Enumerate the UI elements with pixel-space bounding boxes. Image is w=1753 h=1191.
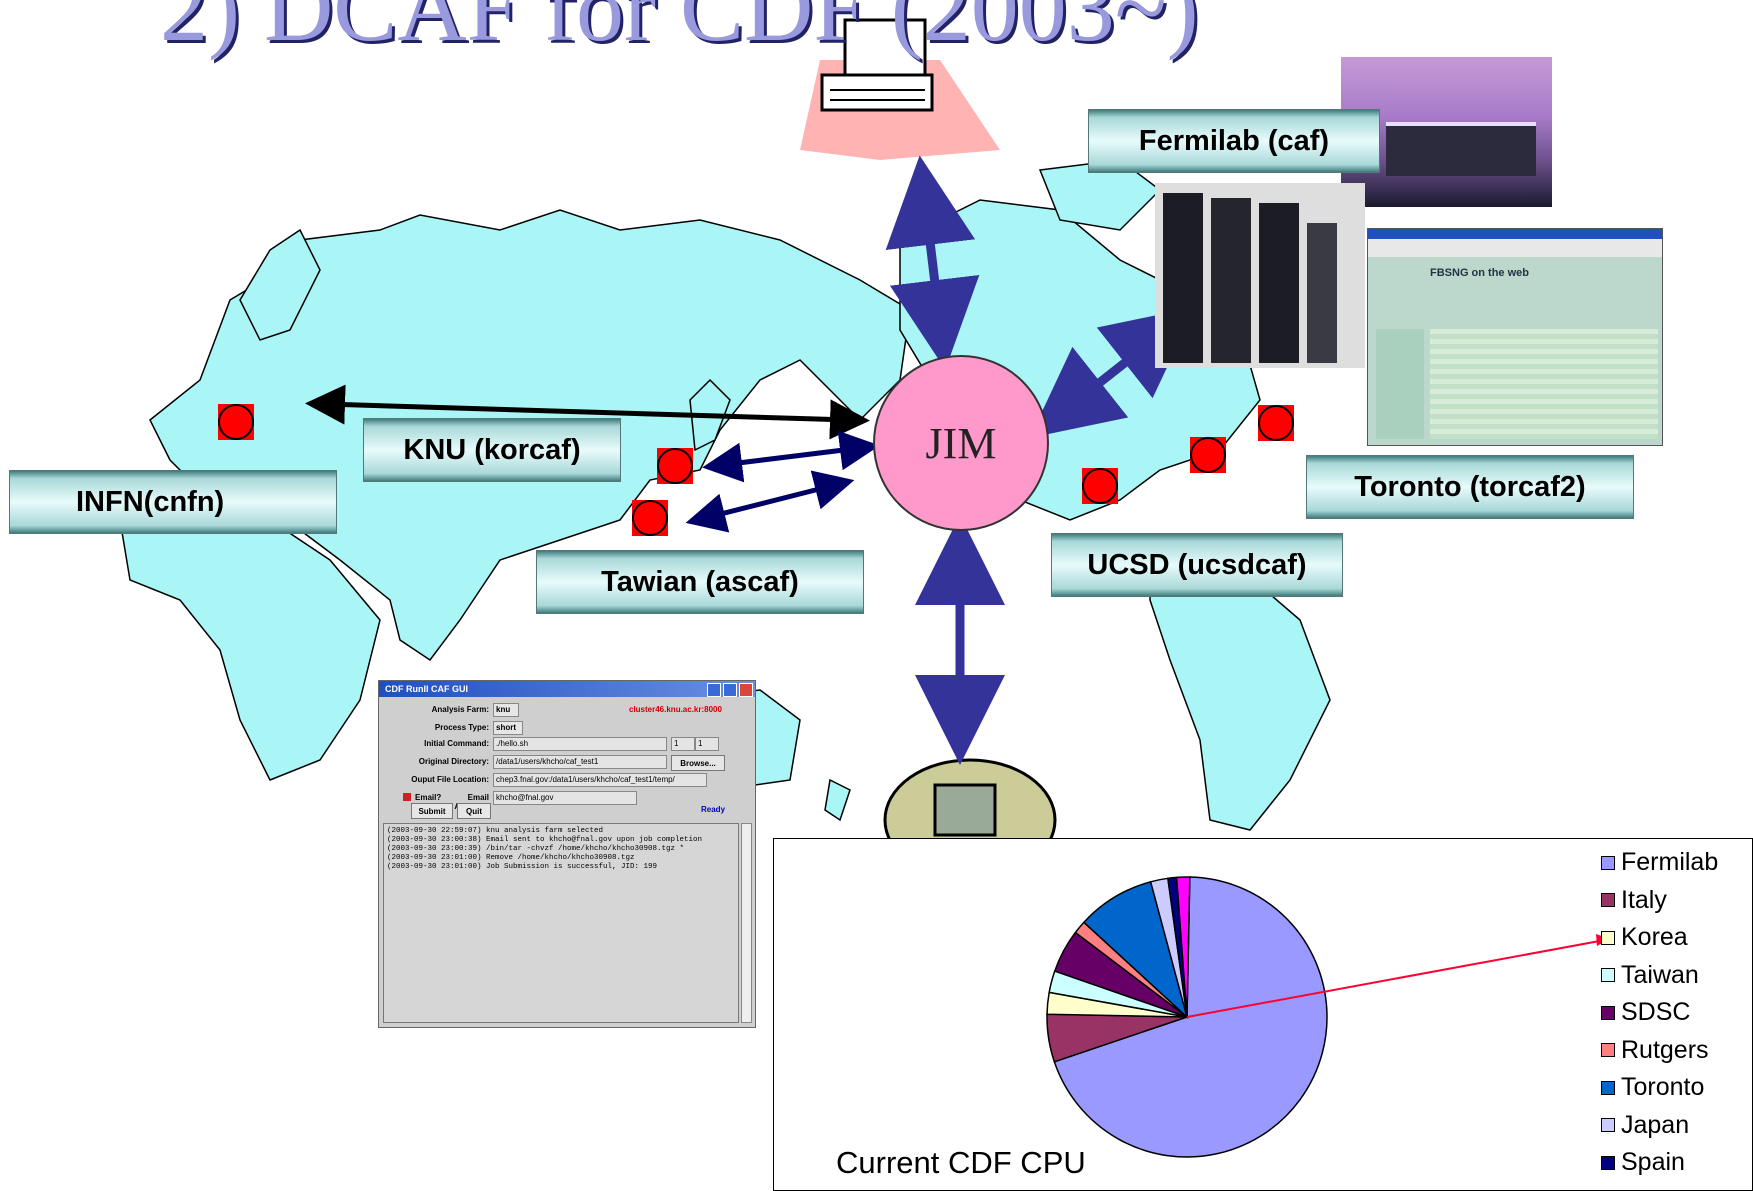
legend-label: Toronto [1621, 1073, 1705, 1101]
legend-item-fermilab: Fermilab [1601, 848, 1718, 877]
legend-label: Rutgers [1621, 1035, 1709, 1064]
legend-label: Japan [1621, 1110, 1690, 1139]
legend-item-korea: Korea [1601, 923, 1688, 952]
legend-swatch [1601, 1043, 1615, 1057]
chart-title: Current CDF CPU [836, 1145, 1086, 1180]
legend-label: Spain [1621, 1148, 1685, 1176]
legend-item-toronto: Toronto [1601, 1073, 1704, 1102]
legend-item-rutgers: Rutgers [1601, 1036, 1709, 1065]
web-heading: FBSNG on the web [1430, 267, 1529, 279]
gui-titlebar[interactable]: CDF RunII CAF GUI [379, 681, 755, 697]
fbsng-web-screenshot: FBSNG on the web [1367, 228, 1663, 446]
legend-label: Italy [1621, 885, 1667, 914]
server-rack-photo [1155, 183, 1365, 368]
site-label-infn: INFN(cnfn) [9, 470, 337, 534]
legend-swatch [1601, 893, 1615, 907]
site-marker-knu [657, 448, 693, 484]
gui-window-title: CDF RunII CAF GUI [385, 684, 468, 694]
site-label-knu: KNU (korcaf) [363, 418, 621, 482]
segment-end-input[interactable]: 1 [695, 737, 719, 751]
status-text: Ready [701, 805, 726, 814]
legend-swatch [1601, 930, 1615, 945]
arrow-jim-infn [305, 384, 870, 440]
computer-icon [800, 18, 1000, 160]
segment-start-input[interactable]: 1 [671, 737, 695, 751]
legend-label: Korea [1621, 923, 1688, 951]
initial-command-label: Initial Command: [424, 739, 489, 748]
process-type-select[interactable]: short [493, 721, 523, 735]
legend-swatch [1601, 855, 1615, 870]
site-label-ucsd: UCSD (ucsdcaf) [1051, 533, 1343, 597]
new-zealand-landmass [824, 778, 851, 822]
legend-item-taiwan: Taiwan [1601, 961, 1699, 990]
email-checkbox[interactable] [403, 793, 411, 801]
site-marker-fermilab [1190, 437, 1226, 473]
arrow-jim-computer [885, 155, 980, 370]
legend-item-sdsc: SDSC [1601, 998, 1690, 1027]
jim-hub-label: JIM [925, 418, 997, 468]
site-label-tawian: Tawian (ascaf) [536, 550, 864, 614]
jim-hub: JIM [873, 355, 1049, 531]
legend-label: SDSC [1621, 998, 1691, 1026]
browse-button[interactable]: Browse... [671, 755, 725, 771]
close-icon[interactable] [739, 683, 753, 697]
site-marker-ucsd [1082, 468, 1118, 504]
console-output: (2003-09-30 22:59:07) knu analysis farm … [383, 823, 739, 1023]
output-location-input[interactable]: chep3.fnal.gov:/data1/users/khcho/caf_te… [493, 773, 707, 787]
site-label-toronto: Toronto (torcaf2) [1306, 455, 1634, 519]
south-america-landmass [1149, 539, 1331, 831]
original-dir-input[interactable]: /data1/users/khcho/caf_test1 [493, 755, 667, 769]
email-checkbox-label: Email? [415, 793, 442, 802]
site-marker-tawian [632, 500, 668, 536]
console-line: (2003-09-30 23:00:39) /bin/tar -chvzf /h… [387, 845, 685, 853]
console-line: (2003-09-30 23:01:00) Job Submission is … [387, 863, 658, 871]
arrow-jim-fermilab [1029, 307, 1196, 438]
legend-swatch [1601, 968, 1615, 982]
caf-gui-window: CDF RunII CAF GUI Analysis Farm: knu clu… [378, 680, 756, 1028]
scandinavia-landmass [239, 228, 321, 341]
maximize-icon[interactable] [723, 683, 737, 697]
process-type-label: Process Type: [434, 723, 489, 732]
legend-swatch [1601, 1080, 1615, 1095]
legend-label: Fermilab [1621, 848, 1719, 876]
site-markers [218, 404, 1294, 536]
email-address-input[interactable]: khcho@fnal.gov [493, 791, 637, 805]
console-line: (2003-09-30 22:59:07) knu analysis farm … [387, 827, 604, 835]
console-line: (2003-09-30 23:00:38) Email sent to khch… [387, 836, 703, 844]
legend-swatch [1601, 1005, 1615, 1020]
output-location-label: Ouput File Location: [411, 775, 489, 784]
server-address: cluster46.knu.ac.kr:8000 [629, 705, 722, 714]
legend-item-italy: Italy [1601, 886, 1667, 915]
legend-item-spain: Spain [1601, 1148, 1685, 1177]
legend-swatch [1601, 1155, 1615, 1170]
console-line: (2003-09-30 23:01:00) Remove /home/khcho… [387, 854, 635, 862]
legend-swatch [1601, 1118, 1615, 1132]
site-marker-toronto [1258, 405, 1294, 441]
analysis-farm-select[interactable]: knu [493, 703, 519, 717]
console-scrollbar[interactable] [741, 823, 752, 1023]
quit-button[interactable]: Quit [457, 803, 491, 819]
page-title: 2) DCAF for CDF (2003~) [160, 0, 1199, 61]
original-dir-label: Original Directory: [418, 757, 489, 766]
site-marker-infn [218, 404, 254, 440]
analysis-farm-label: Analysis Farm: [431, 705, 489, 714]
legend-label: Taiwan [1621, 960, 1699, 989]
initial-command-input[interactable]: ./hello.sh [493, 737, 667, 751]
arrow-jim-knu [702, 430, 880, 483]
site-label-fermilab: Fermilab (caf) [1088, 109, 1380, 173]
submit-button[interactable]: Submit [411, 803, 453, 819]
legend-item-japan: Japan [1601, 1111, 1689, 1140]
arrow-jim-tawian [685, 470, 855, 533]
minimize-icon[interactable] [707, 683, 721, 697]
